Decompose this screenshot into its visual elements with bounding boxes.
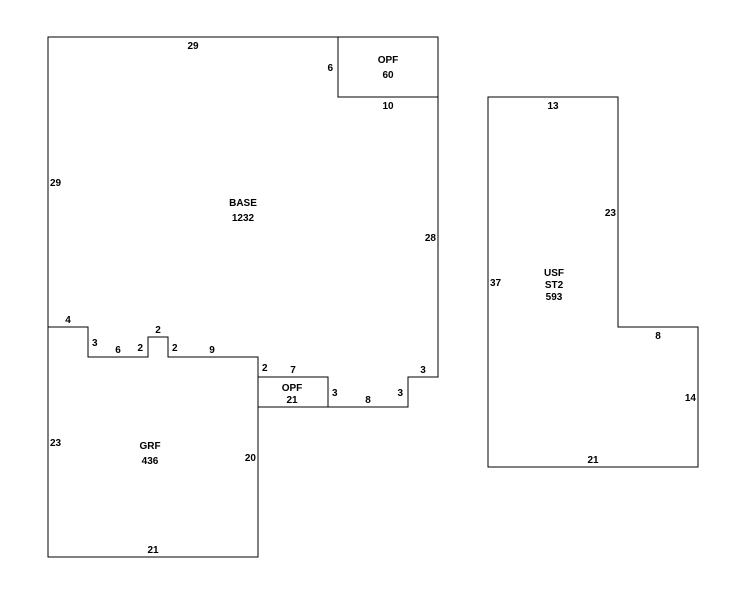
dim-label: 3	[92, 338, 98, 349]
grf-outline	[47, 327, 259, 558]
dim-label: 9	[209, 345, 215, 356]
dim-label: 21	[587, 455, 599, 466]
opf-top-label: OPF	[378, 55, 399, 66]
dim-label: 10	[382, 101, 394, 112]
dim-label: 3	[332, 388, 338, 399]
dim-label: 23	[605, 208, 617, 219]
usf-story: ST2	[545, 280, 564, 291]
grf-size: 436	[142, 456, 159, 467]
dim-label: 21	[147, 545, 159, 556]
dim-label: 28	[425, 233, 437, 244]
dim-label: 2	[172, 343, 178, 354]
usf-outline	[487, 96, 699, 468]
dim-label: 23	[50, 438, 62, 449]
dim-label: 8	[365, 395, 371, 406]
base-label: BASE	[229, 198, 257, 209]
dim-label: 2	[262, 363, 268, 374]
dim-label: 6	[115, 345, 121, 356]
dim-label: 4	[65, 315, 71, 326]
dim-label: 13	[547, 101, 559, 112]
dim-label: 8	[655, 331, 661, 342]
dim-label: 29	[50, 178, 62, 189]
opf-top-outline	[337, 36, 439, 98]
base-size: 1232	[232, 213, 255, 224]
grf-label: GRF	[139, 441, 160, 452]
dim-label: 14	[685, 393, 697, 404]
dim-label: 29	[187, 41, 199, 52]
dim-label: 20	[245, 453, 257, 464]
dim-label: 7	[290, 365, 296, 376]
usf-label: USF	[544, 268, 564, 279]
dim-label: 6	[327, 63, 333, 74]
dim-label: 2	[155, 325, 161, 336]
dim-label: 37	[490, 278, 502, 289]
opf-small-label: OPF	[282, 383, 303, 394]
dim-label: 3	[420, 365, 426, 376]
dim-label: 3	[397, 388, 403, 399]
usf-size: 593	[546, 292, 563, 303]
opf-small-size: 21	[286, 395, 298, 406]
dim-label: 2	[137, 343, 143, 354]
opf-top-size: 60	[382, 70, 394, 81]
